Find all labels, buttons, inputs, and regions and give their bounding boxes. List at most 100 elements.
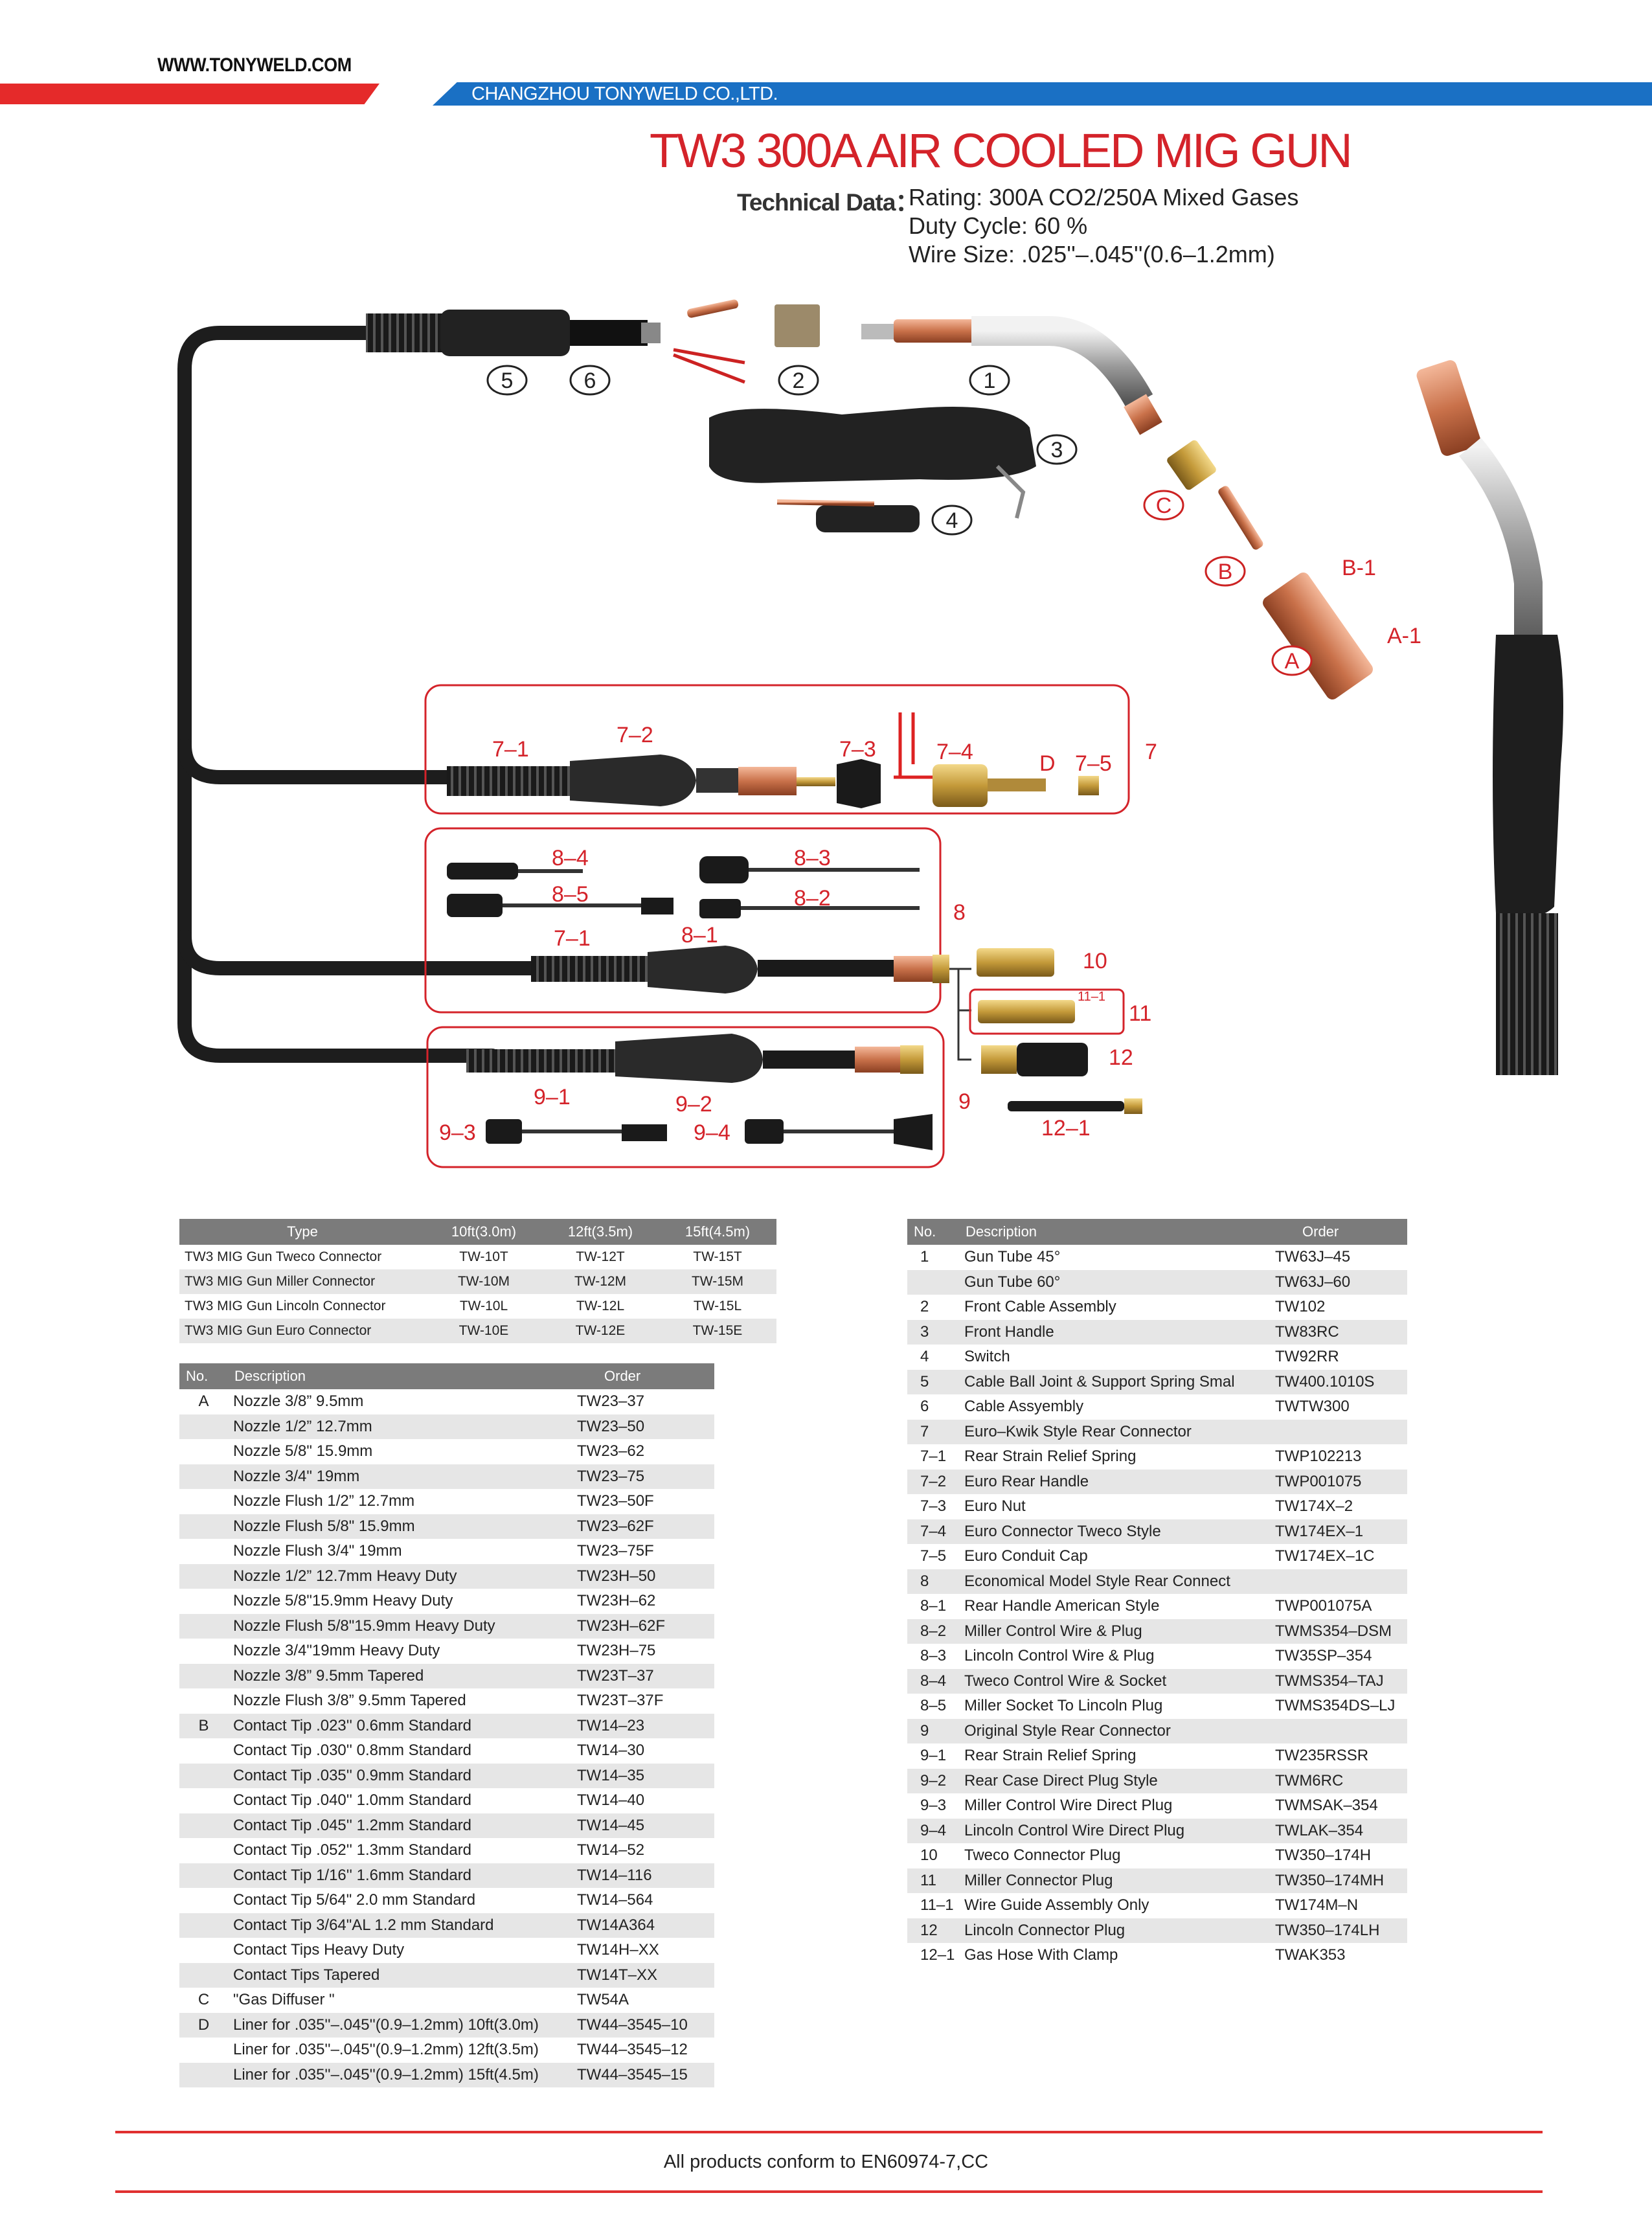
order-code: TW14–40 xyxy=(577,1791,645,1810)
item-description: Nozzle 3/4" 19mm xyxy=(228,1464,572,1489)
item-description: Rear Case Direct Plug Style xyxy=(959,1768,1270,1793)
label-9-4: 9–4 xyxy=(694,1120,730,1145)
col-12ft: 12ft(3.5m) xyxy=(542,1219,659,1245)
order-code: TW-15L xyxy=(693,1299,742,1313)
item-number: 9–1 xyxy=(920,1747,947,1765)
item-number: 9–2 xyxy=(907,1768,959,1793)
item-description: Cable Ball Joint & Support Spring Smal xyxy=(959,1369,1270,1394)
label-9-3: 9–3 xyxy=(439,1120,476,1145)
callout-2: 2 xyxy=(793,369,805,393)
header-red-bar xyxy=(0,84,379,104)
label-9-1: 9–1 xyxy=(534,1085,571,1109)
cable-loop xyxy=(177,326,551,1063)
item-description: Euro Nut xyxy=(964,1497,1026,1516)
order-code: TW-12M xyxy=(542,1269,659,1294)
label-7-3: 7–3 xyxy=(839,737,876,762)
col-10ft: 10ft(3.0m) xyxy=(425,1219,542,1245)
item-number xyxy=(179,1589,228,1614)
item-number xyxy=(179,1613,228,1639)
item-description: Contact Tips Heavy Duty xyxy=(233,1941,405,1959)
technical-data-label: Technical Data： xyxy=(737,189,919,216)
cable-ball-joint xyxy=(440,310,570,356)
col-order: Order xyxy=(1270,1219,1407,1245)
item-number xyxy=(179,1738,228,1764)
item-description: Euro Conduit Cap xyxy=(964,1547,1088,1565)
type-table-header: Type 10ft(3.0m) 12ft(3.5m) 15ft(4.5m) xyxy=(179,1219,776,1245)
order-code: TW63J–45 xyxy=(1275,1248,1351,1266)
item-description: Contact Tip 5/64" 2.0 mm Standard xyxy=(233,1891,476,1909)
table-row: C"Gas Diffuser "TW54A xyxy=(179,1988,714,2013)
item-number xyxy=(179,1962,228,1988)
table-row: Liner for .035''–.045''(0.9–1.2mm) 15ft(… xyxy=(179,2062,714,2087)
item-description: Euro Connector Tweco Style xyxy=(959,1519,1270,1544)
order-code: TW350–174LH xyxy=(1270,1918,1407,1943)
order-code: TW23T–37F xyxy=(577,1692,664,1710)
footer-compliance: All products conform to EN60974-7,CC xyxy=(663,2152,989,2172)
callout-b: B xyxy=(1218,560,1233,584)
item-number: 5 xyxy=(907,1369,959,1394)
item-description: Rear Strain Relief Spring xyxy=(964,1448,1137,1466)
switch-wires xyxy=(673,348,745,384)
gun-type: TW3 MIG Gun Lincoln Connector xyxy=(185,1299,386,1313)
label-9-2: 9–2 xyxy=(675,1092,712,1117)
item-description: Tweco Connector Plug xyxy=(964,1846,1121,1865)
item-description: Wire Guide Assembly Only xyxy=(964,1896,1149,1914)
callout-5: 5 xyxy=(501,369,514,393)
item-description: Nozzle Flush 5/8"15.9mm Heavy Duty xyxy=(228,1613,572,1639)
group-8-economical-connector: 8–4 8–5 8–3 8–2 7–1 8–1 8 xyxy=(424,827,966,1014)
item-number xyxy=(179,1838,228,1863)
order-code: TW174EX–1 xyxy=(1270,1519,1407,1544)
order-code: TW400.1010S xyxy=(1270,1369,1407,1394)
company-name: CHANGZHOU TONYWELD CO.,LTD. xyxy=(471,84,778,104)
order-code: TWAK353 xyxy=(1275,1946,1346,1964)
order-code: TW350–174MH xyxy=(1270,1868,1407,1893)
label-8: 8 xyxy=(953,900,966,925)
item-description: Economical Model Style Rear Connect xyxy=(959,1569,1270,1594)
group-9-original-connector: 9–1 9–2 9–3 9–4 9 xyxy=(426,1026,971,1168)
item-description: Contact Tip 3/64"AL 1.2 mm Standard xyxy=(228,1913,572,1938)
item-description: Rear Strain Relief Spring xyxy=(964,1747,1137,1765)
order-code: TW14–23 xyxy=(572,1713,714,1738)
order-code: TWMSAK–354 xyxy=(1275,1797,1378,1815)
item-number: D xyxy=(179,2012,228,2038)
item-description: Contact Tips Tapered xyxy=(228,1962,572,1988)
item-number: 7–3 xyxy=(920,1497,947,1516)
order-code: TW44–3545–15 xyxy=(572,2062,714,2087)
gun-type-table: Type 10ft(3.0m) 12ft(3.5m) 15ft(4.5m) TW… xyxy=(179,1219,776,1343)
handle-hook xyxy=(995,464,1026,519)
part-callouts: 5 6 2 1 3 4 C B A B-1 A-1 xyxy=(486,365,1421,676)
order-code: TW235RSSR xyxy=(1275,1747,1369,1765)
order-code xyxy=(1270,1718,1407,1743)
callout-1: 1 xyxy=(984,369,996,393)
item-description: Nozzle 1/2” 12.7mm xyxy=(228,1414,572,1439)
callout-6: 6 xyxy=(584,369,596,393)
item-description: Contact Tip .045'' 1.2mm Standard xyxy=(228,1813,572,1838)
item-description: Contact Tip .035'' 0.9mm Standard xyxy=(228,1763,572,1788)
item-number: 2 xyxy=(920,1298,929,1316)
tech-wire-size: Wire Size: .025''–.045''(0.6–1.2mm) xyxy=(909,241,1275,267)
order-code: TW-12E xyxy=(542,1319,659,1343)
order-code: TW174M–N xyxy=(1275,1896,1359,1914)
order-code xyxy=(1270,1419,1407,1444)
contact-tip xyxy=(1218,486,1263,550)
item-description: Contact Tip .030'' 0.8mm Standard xyxy=(233,1742,472,1760)
order-code: TW23–62F xyxy=(572,1514,714,1539)
order-code: TW23H–62 xyxy=(577,1592,656,1610)
item-description: Nozzle 5/8"15.9mm Heavy Duty xyxy=(233,1592,453,1610)
order-code: TWLAK–354 xyxy=(1270,1818,1407,1843)
